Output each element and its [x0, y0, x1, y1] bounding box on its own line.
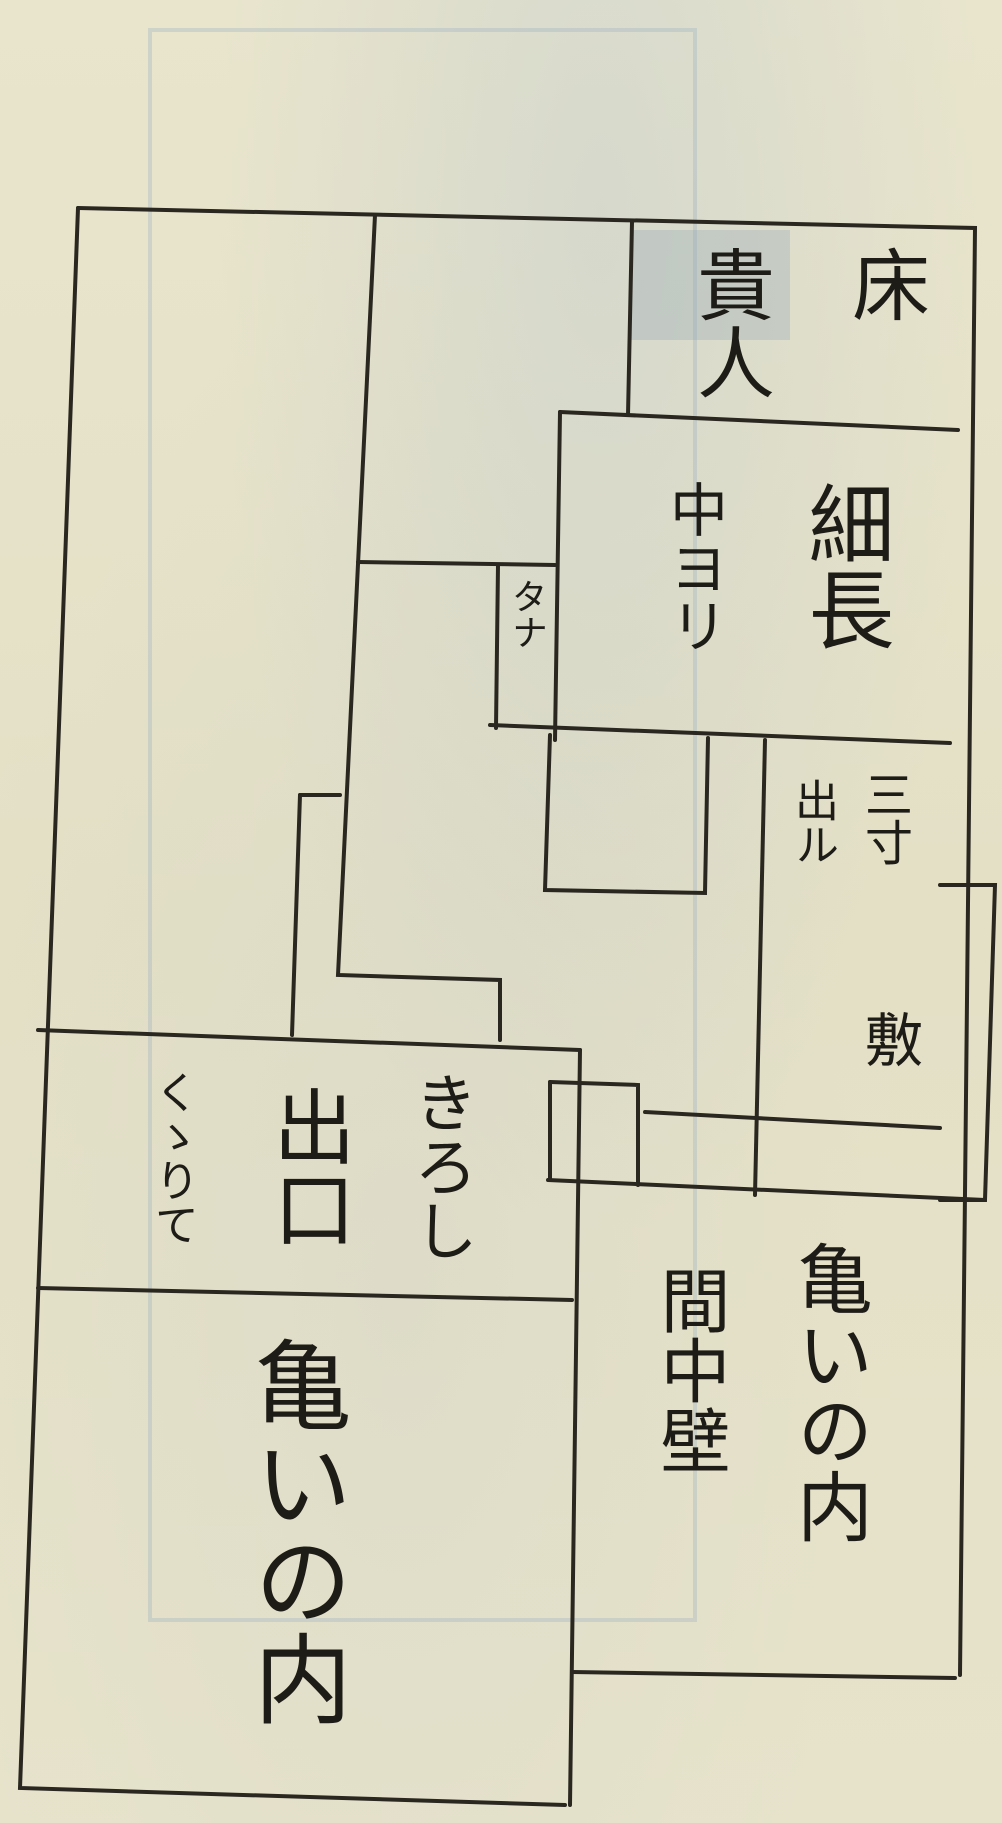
- label-mizuya: 三寸: [856, 770, 912, 866]
- outer-top-right-wall: [76, 206, 978, 1677]
- label-tana: タナ: [506, 578, 547, 650]
- ghost-frame: [148, 28, 697, 1622]
- toko-divider: [626, 220, 634, 417]
- label-hitomi: 貴人: [684, 245, 774, 401]
- label-nakaita: 中ヨリ: [660, 480, 728, 654]
- label-hosonaga: 細長: [793, 480, 893, 652]
- mizuya-left-wall: [753, 738, 767, 1197]
- aiinai-small-bottom: [570, 1670, 957, 1680]
- aiinai-right-wall: [568, 1048, 582, 1807]
- left-corridor-wall: [335, 213, 502, 1042]
- aiinai-small-top: [546, 1178, 987, 1202]
- step-left: [290, 793, 302, 1037]
- outer-left-bottom-wall: [17, 206, 567, 1807]
- label-mizuya-extra: 敷: [855, 1010, 923, 1068]
- hosonaga-left-wall: [553, 410, 562, 742]
- label-aiinai-small: 亀いの内: [784, 1240, 873, 1544]
- deguchi-bottom-wall: [36, 1286, 574, 1302]
- label-aiinai-large: 亀いの内: [237, 1335, 351, 1727]
- tana-left-wall: [494, 563, 500, 730]
- ghost-shade: [630, 230, 790, 340]
- door-box: [548, 1080, 640, 1187]
- plan-lines: [17, 206, 998, 1807]
- deguchi-top-wall: [36, 1028, 582, 1052]
- label-ainaka: 間中壁: [649, 1265, 731, 1475]
- label-deguchi: 出口: [259, 1085, 354, 1249]
- label-mizuya-detail: 出ル: [787, 778, 838, 866]
- label-kiroshi: きろし: [403, 1070, 477, 1262]
- hosonaga-bottom-wall: [488, 723, 952, 745]
- small-box: [542, 733, 710, 896]
- center-top-wall: [356, 560, 557, 567]
- label-toko: 床: [839, 245, 929, 323]
- label-kuguri: くゝりて: [147, 1070, 198, 1246]
- hosonaga-top-wall: [558, 410, 960, 432]
- mizuya-bottom-wall: [643, 1110, 942, 1130]
